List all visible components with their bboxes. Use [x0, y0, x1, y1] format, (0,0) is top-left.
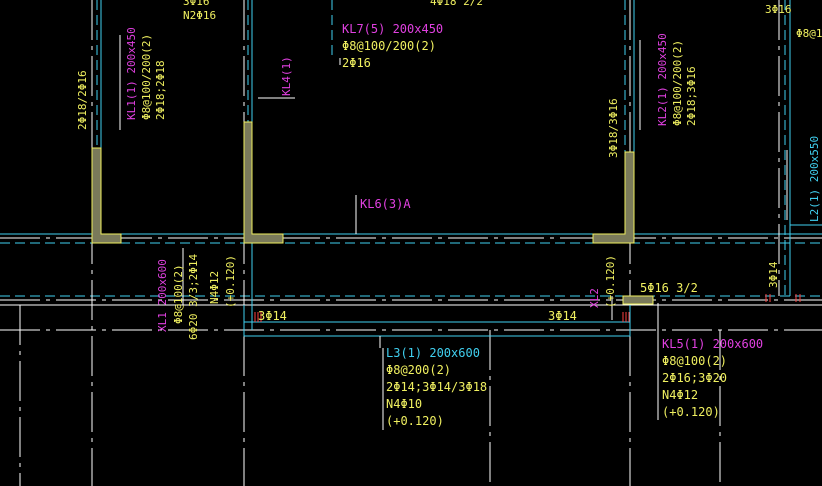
xl1-name: XL1 200x600 — [156, 259, 169, 332]
kl7-annotation: KL7(5) 200x450 Φ8@100/200(2) 2Φ16 — [342, 22, 443, 70]
kl4-name: KL4(1) — [280, 56, 293, 96]
kl1-stirrup: Φ8@100/200(2) — [140, 34, 153, 120]
leader-lines — [119, 35, 788, 430]
top-fragment-right: 3Φ16 — [765, 3, 792, 16]
support-bars-kl5: 5Φ16 3/2 — [640, 281, 698, 295]
top-fragment-left: 3Φ16 — [183, 0, 210, 8]
support-bars-left: 3Φ14 — [258, 309, 287, 323]
column-right — [592, 151, 635, 244]
l3-elevation: (+0.120) — [386, 414, 444, 428]
l3-bars: 2Φ14;3Φ14/3Φ18 — [386, 380, 487, 394]
xl2-annotation: XL2 (+0.120) — [588, 255, 617, 308]
beam-outlines — [182, 224, 822, 348]
l3-stirrup: Φ8@200(2) — [386, 363, 451, 377]
kl5-stirrup: Φ8@100(2) — [662, 354, 727, 368]
kl5-bars: 2Φ16;3Φ20 — [662, 371, 727, 385]
top-fragment-n2: N2Φ16 — [183, 9, 216, 22]
kl6-name: KL6(3)A — [360, 197, 411, 211]
xl2-elevation: (+0.120) — [604, 255, 617, 308]
kl5-n-bars: N4Φ12 — [662, 388, 698, 402]
top-fragment-far-right: Φ8@1 — [796, 27, 822, 40]
l3-n-bars: N4Φ10 — [386, 397, 422, 411]
kl2-bars: 2Φ18;3Φ16 — [685, 66, 698, 126]
right-beam-support: 3Φ14 — [767, 261, 780, 288]
column-mid — [243, 121, 284, 244]
columns — [91, 121, 654, 305]
kl1-support-bars: 2Φ18/2Φ16 — [76, 70, 89, 130]
kl7-stirrup: Φ8@100/200(2) — [342, 39, 436, 53]
l3-annotation: L3(1) 200x600 Φ8@200(2) 2Φ14;3Φ14/3Φ18 N… — [386, 346, 487, 428]
kl7-name: KL7(5) 200x450 — [342, 22, 443, 36]
xl1-n-bars: N4Φ12 — [208, 271, 221, 304]
kl2-name: KL2(1) 200x450 — [656, 33, 669, 126]
xl2-name: XL2 — [588, 288, 601, 308]
kl1-bars: 2Φ18;2Φ18 — [154, 60, 167, 120]
xl1-elevation: (+0.120) — [224, 255, 237, 308]
kl1-name: KL1(1) 200x450 — [125, 27, 138, 120]
kl5-annotation: KL5(1) 200x600 Φ8@100(2) 2Φ16;3Φ20 N4Φ12… — [662, 337, 763, 419]
xl1-stirrup: Φ8@100(2) — [172, 264, 185, 324]
right-beam-name: L2(1) 200x550 — [808, 136, 821, 222]
kl5-name: KL5(1) 200x600 — [662, 337, 763, 351]
xl1-annotation: XL1 200x600 Φ8@100(2) 6Φ20 3/3;2Φ14 N4Φ1… — [156, 254, 237, 340]
kl5-elevation: (+0.120) — [662, 405, 720, 419]
column-small — [622, 295, 654, 305]
l3-name: L3(1) 200x600 — [386, 346, 480, 360]
kl2-support-bars: 3Φ18/3Φ16 — [607, 98, 620, 158]
kl7-top-bars: 2Φ16 — [342, 56, 371, 70]
column-left — [91, 147, 122, 244]
kl2-stirrup: Φ8@100/200(2) — [671, 40, 684, 126]
rebar-marks — [254, 294, 801, 322]
kl1-annotation: KL1(1) 200x450 Φ8@100/200(2) 2Φ18;2Φ18 2… — [76, 27, 167, 130]
top-fragment-mid: 4Φ18 2/2 — [430, 0, 483, 8]
horizontal-grid-lines — [0, 233, 822, 331]
support-bars-mid: 3Φ14 — [548, 309, 577, 323]
xl1-bars: 6Φ20 3/3;2Φ14 — [187, 254, 200, 340]
kl2-annotation: KL2(1) 200x450 Φ8@100/200(2) 2Φ18;3Φ16 3… — [607, 33, 698, 158]
